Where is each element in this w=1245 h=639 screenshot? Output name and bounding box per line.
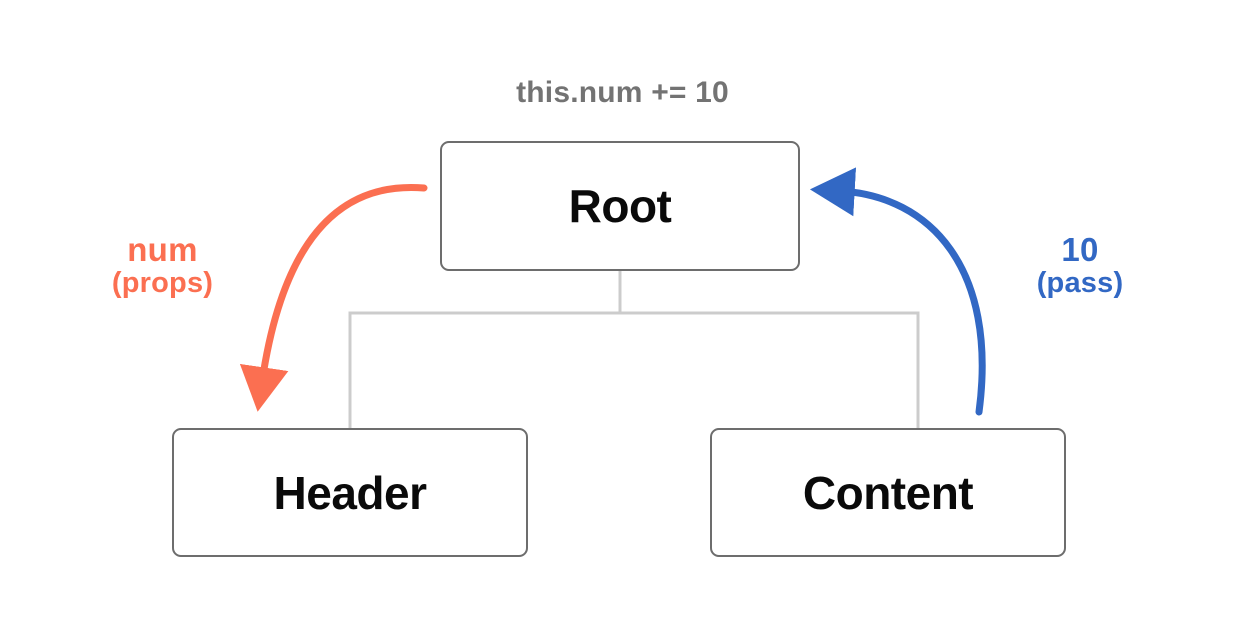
props-flow-arrow [239, 183, 428, 412]
expression-title: this.num += 10 [516, 76, 729, 109]
pass-flow-kind: (pass) [1036, 266, 1124, 299]
node-content-label: Content [802, 466, 974, 519]
node-content[interactable]: Content [710, 428, 1066, 557]
props-flow-label: num (props) [55, 232, 270, 299]
node-header[interactable]: Header [172, 428, 528, 557]
pass-flow-arrow [809, 167, 986, 416]
props-flow-kind: (props) [111, 266, 214, 299]
node-root-label: Root [568, 180, 672, 232]
tree-connector-lines [348, 269, 920, 431]
pass-flow-label: 10 (pass) [985, 232, 1175, 299]
node-header-label: Header [273, 466, 427, 519]
pass-flow-value: 10 [1061, 231, 1099, 268]
node-root[interactable]: Root [440, 141, 800, 271]
props-flow-value: num [127, 231, 198, 268]
